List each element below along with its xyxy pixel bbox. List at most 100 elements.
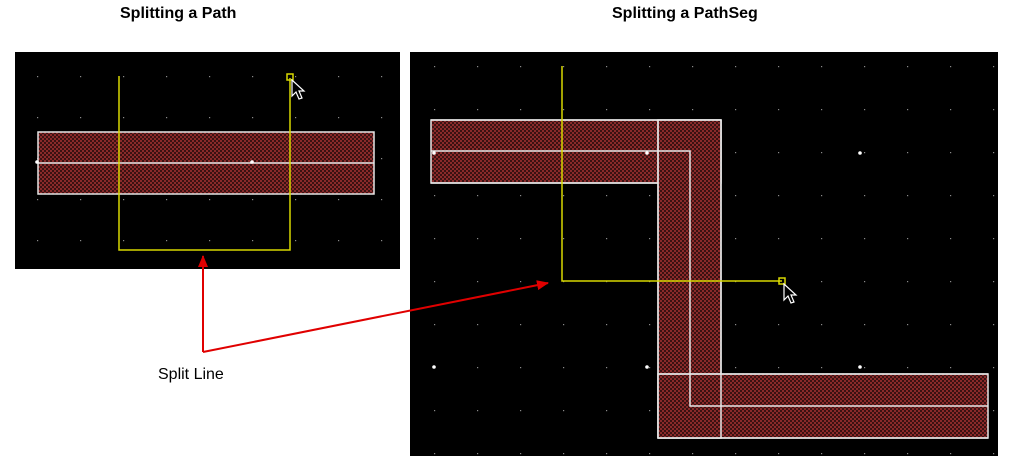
grid-dot bbox=[950, 238, 952, 240]
grid-dot bbox=[735, 66, 737, 68]
grid-dot bbox=[477, 66, 479, 68]
grid-dot bbox=[520, 410, 522, 412]
grid-dot bbox=[477, 367, 479, 369]
grid-dot bbox=[166, 199, 168, 201]
grid-dot bbox=[477, 238, 479, 240]
grid-dot bbox=[434, 410, 436, 412]
split-line-arrows bbox=[198, 255, 549, 353]
grid-dot bbox=[563, 324, 565, 326]
grid-dot bbox=[907, 367, 909, 369]
grid-dot bbox=[606, 66, 608, 68]
left-split-handle[interactable] bbox=[286, 73, 294, 81]
grid-dot bbox=[950, 324, 952, 326]
grid-dot bbox=[821, 152, 823, 154]
grid-dot bbox=[778, 367, 780, 369]
grid-dot bbox=[381, 117, 383, 119]
grid-dot bbox=[907, 324, 909, 326]
grid-dot bbox=[123, 199, 125, 201]
grid-dot bbox=[692, 109, 694, 111]
grid-dot bbox=[37, 240, 39, 242]
grid-dot bbox=[338, 117, 340, 119]
grid-dot bbox=[606, 324, 608, 326]
grid-dot bbox=[520, 324, 522, 326]
right-split-handle[interactable] bbox=[778, 277, 786, 285]
right-split-line bbox=[561, 66, 782, 282]
grid-dot bbox=[950, 281, 952, 283]
grid-dot bbox=[993, 238, 995, 240]
grid-dot bbox=[563, 66, 565, 68]
grid-dot bbox=[821, 195, 823, 197]
grid-dot bbox=[778, 238, 780, 240]
grid-dot bbox=[907, 66, 909, 68]
grid-dot bbox=[864, 367, 866, 369]
grid-dot bbox=[477, 324, 479, 326]
grid-dot bbox=[993, 324, 995, 326]
grid-dot bbox=[381, 158, 383, 160]
grid-dot bbox=[864, 195, 866, 197]
grid-dot bbox=[80, 199, 82, 201]
grid-dot bbox=[477, 453, 479, 455]
grid-dot bbox=[907, 152, 909, 154]
grid-dot bbox=[821, 453, 823, 455]
grid-dot bbox=[209, 117, 211, 119]
grid-dot bbox=[993, 66, 995, 68]
grid-dot bbox=[735, 195, 737, 197]
grid-dot bbox=[434, 195, 436, 197]
grid-dot bbox=[37, 199, 39, 201]
grid-dot bbox=[520, 281, 522, 283]
grid-dot bbox=[993, 109, 995, 111]
grid-dot bbox=[563, 367, 565, 369]
grid-dot bbox=[821, 324, 823, 326]
grid-dot bbox=[606, 109, 608, 111]
grid-dot bbox=[434, 238, 436, 240]
grid-dot bbox=[993, 152, 995, 154]
grid-dot bbox=[907, 195, 909, 197]
arrow-to-right-split bbox=[202, 280, 549, 353]
grid-dot bbox=[778, 152, 780, 154]
grid-dot bbox=[735, 109, 737, 111]
grid-dot bbox=[477, 109, 479, 111]
grid-dot bbox=[821, 367, 823, 369]
grid-dot bbox=[434, 453, 436, 455]
grid-dot bbox=[338, 76, 340, 78]
grid-dot bbox=[520, 195, 522, 197]
grid-dot bbox=[907, 453, 909, 455]
grid-dot bbox=[252, 240, 254, 242]
grid-dot bbox=[606, 238, 608, 240]
grid-dot bbox=[252, 199, 254, 201]
grid-dot bbox=[563, 195, 565, 197]
grid-dot bbox=[778, 109, 780, 111]
grid-dot bbox=[563, 453, 565, 455]
grid-dot bbox=[864, 324, 866, 326]
grid-dot bbox=[864, 281, 866, 283]
grid-dot bbox=[123, 76, 125, 78]
grid-dot bbox=[606, 453, 608, 455]
grid-dot bbox=[295, 76, 297, 78]
grid-dot bbox=[821, 109, 823, 111]
right-panel-title: Splitting a PathSeg bbox=[612, 5, 758, 22]
grid-dot bbox=[778, 453, 780, 455]
grid-dot bbox=[993, 281, 995, 283]
grid-dot bbox=[735, 453, 737, 455]
grid-dot bbox=[649, 195, 651, 197]
grid-dot bbox=[434, 324, 436, 326]
grid-dot bbox=[80, 240, 82, 242]
snap-points bbox=[35, 151, 862, 369]
grid-dot bbox=[735, 152, 737, 154]
grid-dot bbox=[166, 117, 168, 119]
grid-dot bbox=[123, 117, 125, 119]
left-path bbox=[37, 131, 375, 195]
grid-dot bbox=[778, 324, 780, 326]
grid-dot bbox=[907, 238, 909, 240]
grid-dot bbox=[252, 76, 254, 78]
grid-dot bbox=[993, 410, 995, 412]
grid-dot bbox=[993, 367, 995, 369]
grid-dot bbox=[778, 195, 780, 197]
grid-dot bbox=[649, 238, 651, 240]
left-cursor-icon bbox=[291, 78, 306, 100]
grid-dot bbox=[864, 109, 866, 111]
grid-dot bbox=[950, 109, 952, 111]
grid-dot bbox=[563, 109, 565, 111]
grid-dot bbox=[166, 76, 168, 78]
